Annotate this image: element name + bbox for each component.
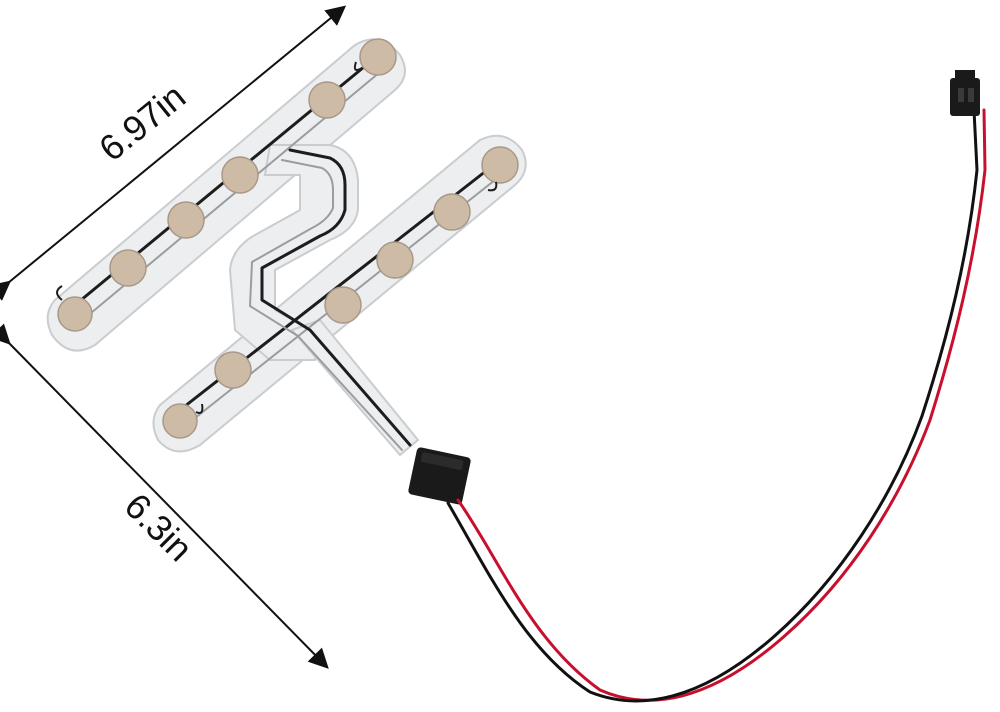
trace-bridge-light xyxy=(249,159,403,451)
pad-upper-2 xyxy=(109,249,147,287)
pad-upper-3 xyxy=(167,201,205,239)
height-arrow-line xyxy=(0,323,329,669)
sensor-pads xyxy=(56,38,519,439)
wire-red xyxy=(456,108,987,702)
two-pin-plug-icon xyxy=(950,70,980,116)
wire-black xyxy=(446,108,979,703)
wire-harness xyxy=(446,108,987,703)
sensor-film xyxy=(46,38,527,457)
film-bridge xyxy=(228,144,359,361)
pad-upper-1 xyxy=(56,285,93,332)
pad-lower-5 xyxy=(433,193,471,231)
pad-upper-6 xyxy=(353,38,397,76)
width-arrow-line xyxy=(0,5,347,301)
pad-lower-1 xyxy=(162,403,204,439)
pad-upper-4 xyxy=(221,156,259,194)
film-tail xyxy=(290,318,420,457)
height-label: 6.3in xyxy=(117,485,201,569)
pad-lower-2 xyxy=(214,351,252,389)
pad-upper-5 xyxy=(308,81,346,119)
film-connector xyxy=(408,447,471,505)
height-dimension: 6.3in xyxy=(0,323,329,669)
pad-lower-3 xyxy=(324,286,362,324)
width-label: 6.97in xyxy=(91,75,193,169)
pad-lower-6 xyxy=(481,146,519,192)
pad-lower-4 xyxy=(376,241,414,279)
trace-bridge-dark xyxy=(260,148,412,447)
